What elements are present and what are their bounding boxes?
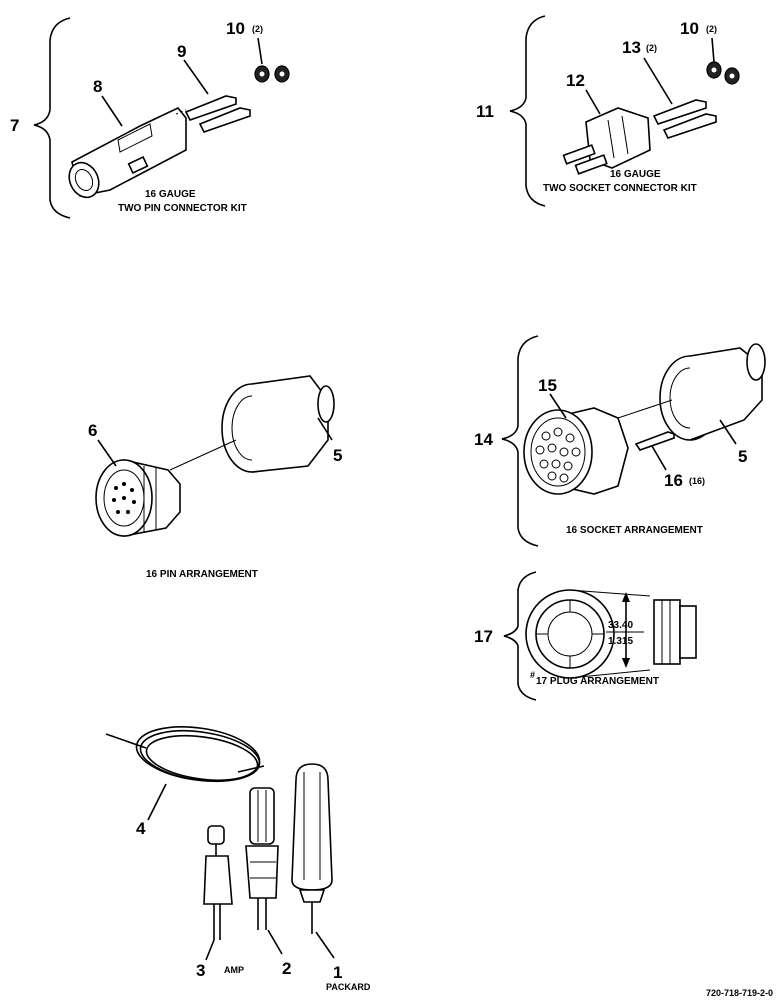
socket-contact <box>634 431 675 451</box>
callout-8: 8 <box>93 77 102 96</box>
pin-connector-body <box>68 107 187 199</box>
sixteen-pin-arrangement: 5 6 16 PIN ARRANGEMENT <box>88 375 342 580</box>
wire-pin-arrangement <box>169 439 237 471</box>
callout-16: 16 <box>664 471 683 490</box>
callout-6: 6 <box>88 421 97 440</box>
qty-13: (2) <box>646 43 657 53</box>
crimp-tool <box>245 787 279 930</box>
dimension-metric: 33.40 <box>608 620 633 631</box>
leader-16 <box>651 445 667 471</box>
caption-plug-hash: # <box>530 670 535 680</box>
caption-pin-kit-gauge: 16 GAUGE <box>145 189 196 200</box>
plug-face <box>525 589 615 679</box>
callout-1: 1 <box>333 963 342 982</box>
caption-amp: AMP <box>224 965 244 975</box>
callout-4: 4 <box>136 819 146 838</box>
leader-9 <box>183 59 209 95</box>
caption-socket-kit-gauge: 16 GAUGE <box>610 169 661 180</box>
caption-socket-kit-name: TWO SOCKET CONNECTOR KIT <box>543 183 697 194</box>
caption-plug-arrangement: 17 PLUG ARRANGEMENT <box>536 676 659 687</box>
pin-plug <box>95 458 181 537</box>
bracket-11 <box>509 15 546 207</box>
leader-15 <box>549 393 567 419</box>
bracket-7 <box>33 17 71 219</box>
two-socket-connector-kit: 11 12 13 (2) 10 (2) 16 GAUGE TWO SOCKET … <box>476 15 740 207</box>
socket-terminals <box>652 99 717 139</box>
socket-plug <box>523 407 629 495</box>
figure-id: 720-718-719-2-0 <box>706 988 773 998</box>
callout-12: 12 <box>566 71 585 90</box>
plug-arrangement: 17 33.40 1.315 # 17 PLUG ARRANGEMENT <box>474 571 697 701</box>
leader-5-left <box>317 417 333 441</box>
leader-2 <box>267 929 283 955</box>
leader-3 <box>205 939 215 961</box>
amp-extraction-tool <box>203 825 233 940</box>
qty-10-left: (2) <box>252 24 263 34</box>
connector-shell-right <box>659 343 766 441</box>
dimension-inch: 1.315 <box>608 636 633 647</box>
leader-13 <box>643 57 673 105</box>
wire-coil <box>105 726 265 782</box>
socket-connector-body <box>562 107 651 175</box>
leader-10-left <box>257 37 263 65</box>
packard-removal-tool <box>291 763 333 934</box>
leader-12 <box>585 89 601 115</box>
caption-pin-arrangement: 16 PIN ARRANGEMENT <box>146 569 258 580</box>
leader-4 <box>147 783 167 821</box>
callout-10-left: 10 <box>226 19 245 38</box>
leader-5-right <box>719 419 737 445</box>
callout-13: 13 <box>622 38 641 57</box>
tools-group: 4 3 AMP 2 <box>105 726 371 992</box>
callout-11: 11 <box>476 102 494 121</box>
qty-10-right: (2) <box>706 24 717 34</box>
callout-14: 14 <box>474 430 493 449</box>
caption-packard: PACKARD <box>326 982 371 992</box>
plug-side <box>653 599 697 665</box>
callout-2: 2 <box>282 959 291 978</box>
callout-5-right: 5 <box>738 447 747 466</box>
callout-7: 7 <box>10 116 19 135</box>
cable-seals <box>254 65 290 83</box>
qty-16: (16) <box>689 476 705 486</box>
leader-6 <box>97 439 117 467</box>
leader-1 <box>315 931 335 959</box>
caption-pin-kit-name: TWO PIN CONNECTOR KIT <box>118 203 247 214</box>
leader-8 <box>101 95 123 127</box>
callout-10-right: 10 <box>680 19 699 38</box>
pin-terminals <box>175 95 251 133</box>
two-pin-connector-kit: 7 8 9 10 (2) 16 GAUGE TWO PIN CO <box>10 17 290 219</box>
connector-shell-left <box>221 375 335 473</box>
callout-9: 9 <box>177 42 186 61</box>
wire-socket-arrangement <box>611 399 673 421</box>
bracket-14 <box>501 335 539 547</box>
callout-17: 17 <box>474 627 493 646</box>
bracket-17 <box>503 571 537 701</box>
sixteen-socket-arrangement: 14 5 15 16 (16) 16 SOCKET ARRANG <box>474 335 766 547</box>
leader-10-right <box>711 37 715 63</box>
callout-15: 15 <box>538 376 557 395</box>
caption-socket-arrangement: 16 SOCKET ARRANGEMENT <box>566 525 703 536</box>
callout-5-left: 5 <box>333 446 342 465</box>
callout-3: 3 <box>196 961 205 980</box>
socket-cable-seals <box>706 61 740 85</box>
